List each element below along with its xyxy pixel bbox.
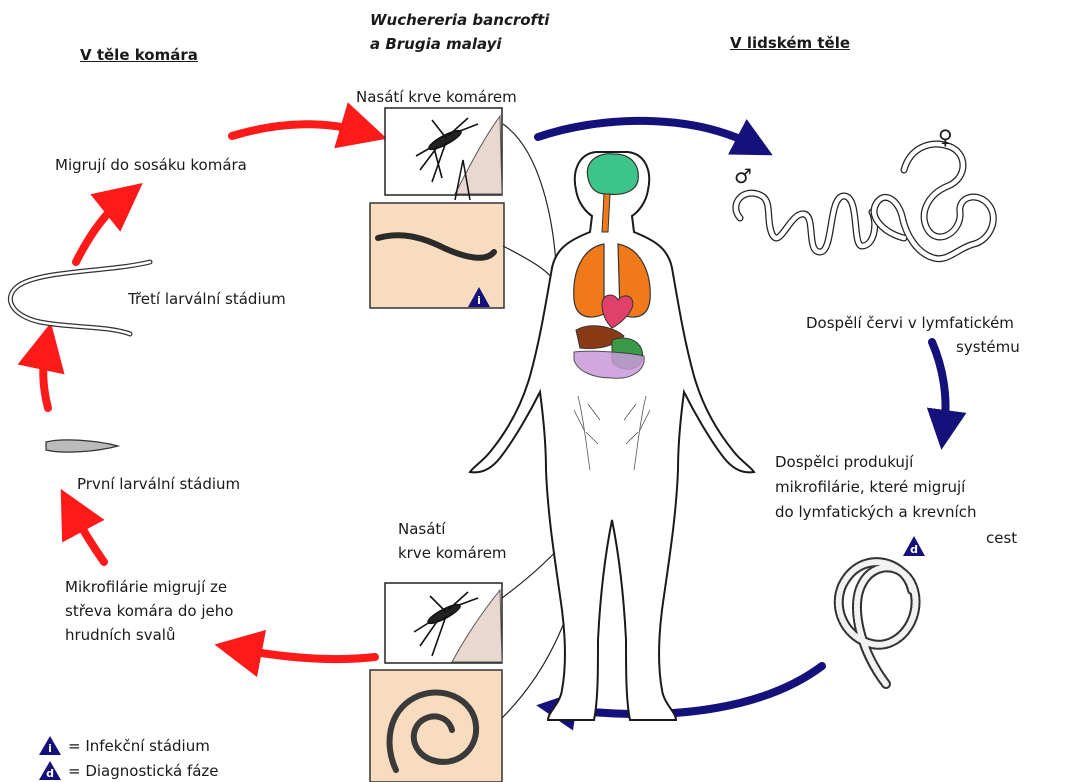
bottom-larva-panel bbox=[370, 670, 502, 782]
migrate-label-line3: hrudních svalů bbox=[65, 624, 175, 646]
throat-icon bbox=[602, 194, 610, 232]
legend-diagnostic-label: = Diagnostická fáze bbox=[68, 761, 219, 781]
male-symbol: ♂ bbox=[734, 165, 752, 187]
blood-meal-bottom-line1: Nasátí bbox=[398, 518, 445, 540]
adults-label-line1: Dospělí červi v lymfatickém bbox=[806, 312, 1014, 334]
first-stage-larva-icon bbox=[46, 440, 118, 452]
infective-stage-badge-icon: i bbox=[38, 735, 62, 756]
produce-label-line4: cest bbox=[986, 527, 1017, 549]
arrow-to-migration bbox=[238, 649, 375, 659]
arrow-to-first-stage bbox=[72, 510, 104, 562]
human-section-header: V lidském těle bbox=[730, 32, 850, 54]
female-symbol: ♀ bbox=[938, 126, 953, 148]
produce-label-line2: mikrofilárie, které migrují bbox=[775, 476, 965, 498]
adult-worms-icon bbox=[736, 144, 993, 259]
arrow-to-third-stage bbox=[43, 346, 48, 408]
top-larva-panel bbox=[370, 203, 504, 308]
third-larval-label: Třetí larvální stádium bbox=[128, 288, 286, 310]
bottom-blood-meal-panel bbox=[385, 583, 502, 663]
migrate-label-line2: střeva komára do jeho bbox=[65, 600, 233, 622]
brain-icon bbox=[587, 154, 638, 195]
badge-letter: i bbox=[477, 294, 481, 307]
migrate-label-line1: Mikrofilárie migrují ze bbox=[65, 576, 227, 598]
badge-letter: d bbox=[910, 543, 918, 556]
blood-meal-top-label: Nasátí krve komárem bbox=[356, 86, 517, 108]
produce-label-line3: do lymfatických a krevních bbox=[775, 501, 976, 523]
legend-infective-label: = Infekční stádium bbox=[68, 736, 210, 756]
arrow-to-proboscis bbox=[76, 198, 124, 262]
arrow-to-adult-worms bbox=[538, 121, 755, 146]
proboscis-label: Migrují do sosáku komára bbox=[55, 154, 247, 176]
mosquito-section-header: V těle komára bbox=[80, 44, 198, 66]
diagnostic-stage-badge-icon: d bbox=[903, 536, 925, 556]
human-body-icon bbox=[470, 152, 754, 720]
arrow-to-blood-meal bbox=[232, 124, 364, 136]
blood-meal-bottom-line2: krve komárem bbox=[398, 542, 507, 564]
arrow-to-microfilariae bbox=[932, 342, 946, 430]
produce-label-line1: Dospělci produkují bbox=[775, 451, 913, 473]
worm-icon bbox=[839, 562, 916, 684]
badge-letter: i bbox=[48, 742, 52, 755]
diagnostic-stage-badge-icon: d bbox=[38, 760, 62, 781]
microfilaria-icon bbox=[839, 562, 916, 684]
worm-icon bbox=[736, 193, 875, 252]
legend-diagnostic: d = Diagnostická fáze bbox=[38, 760, 219, 781]
legend-infective: i = Infekční stádium bbox=[38, 735, 210, 756]
adults-label-line2: systému bbox=[956, 336, 1020, 358]
top-blood-meal-panel bbox=[385, 108, 502, 200]
worm-icon bbox=[874, 144, 993, 259]
worm-icon bbox=[46, 440, 118, 452]
species-title-line1: Wuchereria bancrofti bbox=[370, 8, 549, 32]
first-larval-label: První larvální stádium bbox=[77, 473, 240, 495]
badge-letter: d bbox=[46, 767, 54, 780]
species-title-line2: a Brugia malayi bbox=[370, 32, 502, 56]
